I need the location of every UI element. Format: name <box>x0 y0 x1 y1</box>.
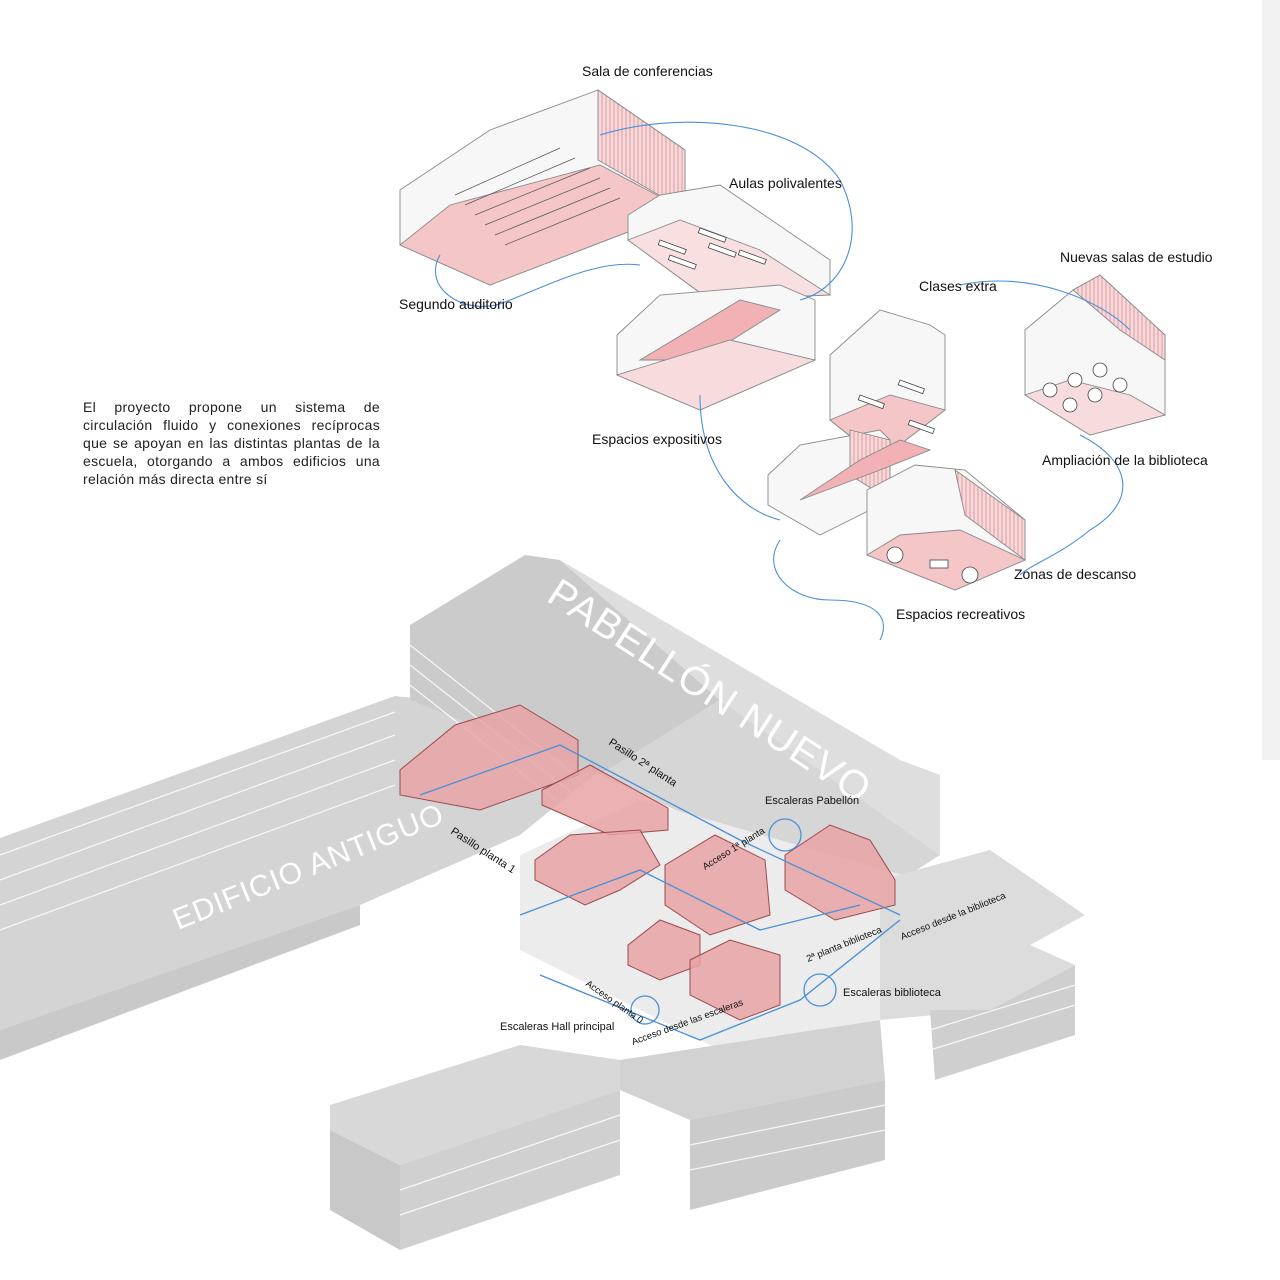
room-rest <box>767 429 932 536</box>
label-escaleras-hall: Escaleras Hall principal <box>500 1021 614 1033</box>
front-block-side <box>330 1130 400 1250</box>
volume-extra <box>664 834 771 936</box>
upper-circulation-paths <box>434 121 1131 641</box>
label-escaleras-pabellon: Escaleras Pabellón <box>765 795 859 807</box>
label-ampliacion-biblioteca: Ampliación de la biblioteca <box>1042 452 1208 468</box>
room-recreation <box>865 464 1027 591</box>
circulation-paths <box>419 744 901 1041</box>
intervention-volumes <box>399 704 896 1021</box>
label-zonas-descanso: Zonas de descanso <box>1014 566 1136 582</box>
center-block-top <box>620 1020 885 1120</box>
label-espacios-recreativos: Espacios recreativos <box>896 606 1025 622</box>
library-block-top <box>880 850 1085 1020</box>
label-nuevas-salas: Nuevas salas de estudio <box>1060 249 1213 265</box>
room-exhibition <box>615 284 817 411</box>
label-sala-conferencias: Sala de conferencias <box>582 63 713 79</box>
page-edge-strip <box>1262 0 1280 760</box>
volume-recreation <box>689 939 781 1021</box>
front-block-front <box>400 1090 620 1250</box>
label-clases-extra: Clases extra <box>919 278 997 294</box>
building-massing <box>0 555 1085 1250</box>
volume-classrooms <box>541 764 669 836</box>
front-block-top <box>330 1045 620 1165</box>
volume-auditorium <box>399 704 579 811</box>
volume-exhibition <box>534 829 661 906</box>
label-aulas-polivalentes: Aulas polivalentes <box>729 175 842 191</box>
label-espacios-expositivos: Espacios expositivos <box>592 431 722 447</box>
old-building-side <box>0 905 360 1060</box>
room-library <box>1023 274 1167 436</box>
project-description: El proyecto propone un sistema de circul… <box>83 399 380 487</box>
room-classrooms <box>627 184 832 301</box>
new-pavilion-roof-right <box>560 560 940 855</box>
room-extra-classes <box>829 309 946 461</box>
library-block-side <box>930 965 1075 1080</box>
label-segundo-auditorio: Segundo auditorio <box>399 296 513 312</box>
label-escaleras-biblioteca: Escaleras biblioteca <box>843 987 942 999</box>
exploded-rooms <box>399 89 1167 591</box>
room-conference <box>399 89 687 286</box>
volume-library <box>784 824 896 921</box>
center-block-front <box>690 1080 885 1210</box>
